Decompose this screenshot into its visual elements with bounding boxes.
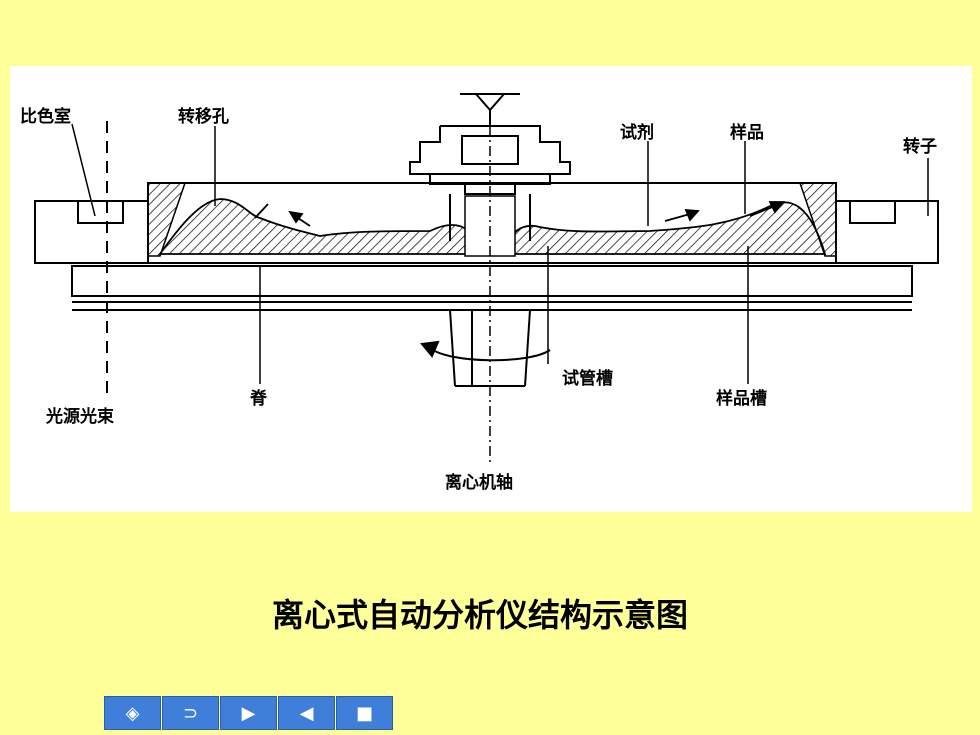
- rotor-base: [71, 265, 913, 387]
- label-sample-well: 样品槽: [716, 388, 767, 409]
- label-cuvette-chamber: 比色室: [20, 106, 71, 127]
- label-transfer-hole: 转移孔: [178, 106, 229, 127]
- centrifugal-analyzer-diagram: 比色室 转移孔 试剂 样品 转子 脊 光源光束 试管槽 样品槽 离心机轴: [20, 93, 939, 493]
- play-left-icon: ◀: [299, 702, 314, 724]
- return-icon: ⊃: [182, 702, 199, 724]
- prev-button[interactable]: ◀: [278, 696, 335, 730]
- label-ridge: 脊: [249, 388, 268, 409]
- slide-nav-bar: ◈ ⊃ ▶ ◀ ■: [104, 696, 394, 730]
- label-reagent-well: 试管槽: [562, 368, 613, 389]
- diagram-panel: 比色室 转移孔 试剂 样品 转子 脊 光源光束 试管槽 样品槽 离心机轴: [10, 66, 972, 512]
- rotation-arrow: [420, 340, 551, 362]
- leader-lines: [71, 123, 929, 384]
- label-rotor: 转子: [903, 136, 937, 157]
- next-button[interactable]: ▶: [220, 696, 277, 730]
- flow-arrows: [254, 201, 785, 227]
- stop-icon: ■: [355, 702, 373, 724]
- play-right-icon: ▶: [241, 702, 256, 724]
- label-reagent: 试剂: [620, 122, 654, 143]
- label-centrifuge-shaft: 离心机轴: [445, 472, 513, 493]
- stop-button[interactable]: ■: [336, 696, 393, 730]
- diamond-icon: ◈: [125, 702, 140, 724]
- return-button[interactable]: ⊃: [162, 696, 219, 730]
- home-button[interactable]: ◈: [104, 696, 161, 730]
- figure-caption: 离心式自动分析仪结构示意图: [271, 596, 688, 634]
- label-sample: 样品: [730, 122, 764, 143]
- label-light-beam: 光源光束: [45, 406, 114, 427]
